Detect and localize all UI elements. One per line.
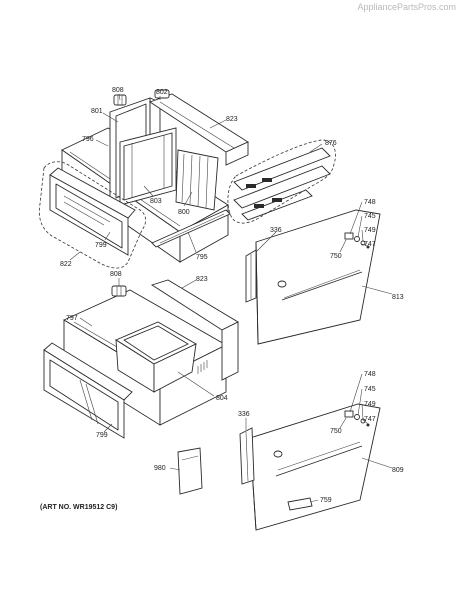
upper-slide-rail [151,209,231,248]
callout-799-upper: 799 [95,242,107,249]
callout-800: 800 [178,209,190,216]
callout-759: 759 [320,497,332,504]
lower-side-panel [150,279,239,381]
callout-336-lower: 336 [238,411,250,418]
upper-side-panel [149,93,249,166]
lower-vent-grille [197,360,208,374]
callout-822: 822 [60,261,72,268]
assembly-group-outline-822 [38,161,146,269]
control-housing [233,147,331,221]
callout-747-upper: 747 [364,241,376,248]
upper-basket [119,127,177,206]
callout-795: 795 [196,254,208,261]
callout-803: 803 [150,198,162,205]
gasket-strip-upper [245,249,257,303]
callout-808-upper: 808 [112,87,124,94]
callout-749-lower: 749 [364,401,376,408]
callout-336-upper: 336 [270,227,282,234]
callout-823-lower: 823 [196,276,208,283]
callout-808-lower: 808 [110,271,122,278]
callout-799-lower: 799 [96,432,108,439]
upper-drawer-front [49,167,136,256]
watermark: AppliancePartsPros.com [357,2,456,12]
lower-drawer-front [43,342,133,439]
lower-door-panel [249,403,381,531]
literature-sheet [177,447,203,495]
callout-750-lower: 750 [330,428,342,435]
callout-813: 813 [392,294,404,301]
upper-grill [175,149,219,211]
callout-796: 796 [82,136,94,143]
clip-808-lower [111,285,127,297]
callout-876: 876 [325,140,337,147]
callout-748-upper: 748 [364,199,376,206]
leader-lines [69,93,393,503]
callout-labels: 808 802 801 823 796 876 803 800 748 745 … [60,87,404,504]
callout-750-upper: 750 [330,253,342,260]
callout-809: 809 [392,467,404,474]
assembly-group-outline-876 [227,139,336,224]
lower-basket [115,321,197,393]
callout-802: 802 [156,89,168,96]
hardware-cluster-lower [344,410,370,427]
callout-749-upper: 749 [364,227,376,234]
callout-823-upper: 823 [226,116,238,123]
callout-980: 980 [154,465,166,472]
callout-804: 804 [216,395,228,402]
art-number: (ART NO. WR19512 C9) [40,504,118,511]
clip-802 [154,89,170,99]
callout-801: 801 [91,108,103,115]
gasket-strip-lower [239,427,255,485]
callout-745-upper: 745 [364,213,376,220]
callout-747-lower: 747 [364,416,376,423]
callout-748-lower: 748 [364,371,376,378]
callout-745-lower: 745 [364,386,376,393]
callout-797: 797 [66,315,78,322]
badge-759 [287,497,313,511]
